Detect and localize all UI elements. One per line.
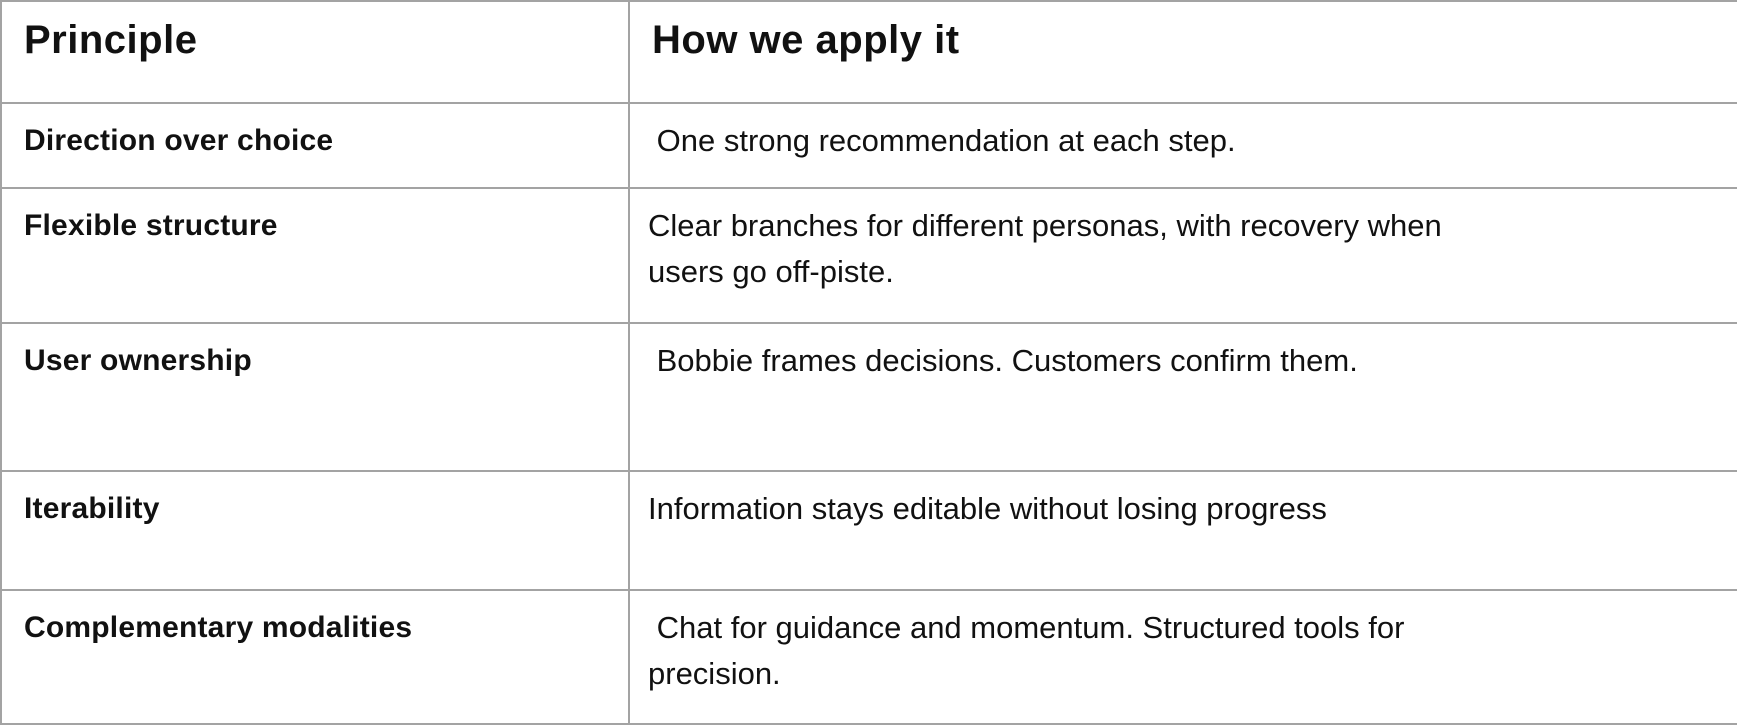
column-header-apply: How we apply it bbox=[628, 0, 1737, 104]
application-text: Clear branches for different personas, w… bbox=[648, 208, 1451, 289]
principle-cell: Direction over choice bbox=[0, 102, 630, 189]
principle-cell: Flexible structure bbox=[0, 187, 630, 324]
application-cell: Chat for guidance and momentum. Structur… bbox=[628, 589, 1737, 725]
table-row: Direction over choice One strong recomme… bbox=[0, 102, 1737, 189]
application-cell: Clear branches for different personas, w… bbox=[628, 187, 1737, 324]
application-text: Chat for guidance and momentum. Structur… bbox=[648, 610, 1414, 691]
application-text: One strong recommendation at each step. bbox=[648, 123, 1236, 158]
application-cell: Information stays editable without losin… bbox=[628, 470, 1737, 591]
application-cell: One strong recommendation at each step. bbox=[628, 102, 1737, 189]
principle-cell: Iterability bbox=[0, 470, 630, 591]
table-row: Complementary modalities Chat for guidan… bbox=[0, 589, 1737, 725]
principle-cell: User ownership bbox=[0, 322, 630, 472]
column-header-principle: Principle bbox=[0, 0, 630, 104]
header-row: Principle How we apply it bbox=[0, 0, 1737, 104]
table-row: Iterability Information stays editable w… bbox=[0, 470, 1737, 591]
principle-cell: Complementary modalities bbox=[0, 589, 630, 725]
application-text: Information stays editable without losin… bbox=[648, 491, 1327, 526]
table-row: Flexible structure Clear branches for di… bbox=[0, 187, 1737, 324]
application-cell: Bobbie frames decisions. Customers confi… bbox=[628, 322, 1737, 472]
table-row: User ownership Bobbie frames decisions. … bbox=[0, 322, 1737, 472]
application-text: Bobbie frames decisions. Customers confi… bbox=[648, 343, 1358, 378]
